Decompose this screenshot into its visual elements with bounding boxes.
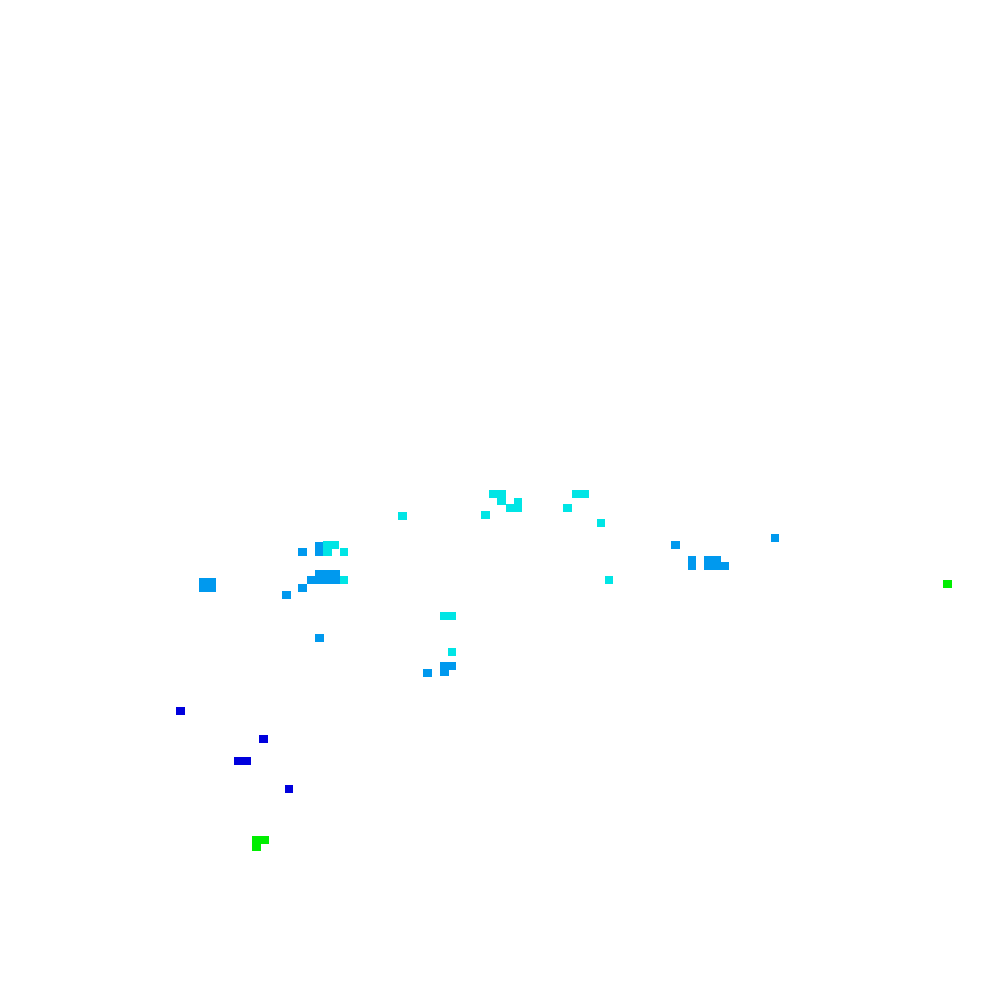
map-cell-cyan (440, 612, 456, 620)
map-cell-azure (282, 591, 291, 599)
map-cell-blue (176, 707, 185, 715)
map-cell-cyan (398, 512, 407, 520)
map-cell-cyan (481, 511, 490, 519)
map-cell-cyan (506, 504, 522, 512)
map-cell-green (943, 580, 952, 588)
map-cell-cyan (605, 576, 613, 584)
map-cell-azure (440, 668, 449, 676)
map-cell-azure (298, 584, 307, 592)
map-cell-cyan (514, 498, 522, 506)
map-cell-azure (423, 669, 432, 677)
map-cell-azure (440, 662, 456, 670)
map-cell-cyan (489, 490, 506, 498)
map-cell-azure (298, 548, 307, 556)
map-cell-azure (315, 634, 324, 642)
map-cell-cyan (597, 519, 605, 527)
map-cell-azure (712, 562, 729, 570)
map-cell-cyan (563, 504, 572, 512)
map-cell-azure (200, 578, 208, 584)
map-cell-cyan (323, 548, 332, 556)
map-cell-cyan (340, 576, 348, 584)
map-cell-cyan (572, 490, 589, 498)
map-cell-cyan (340, 548, 348, 556)
map-cell-blue (259, 735, 268, 743)
map-cell-azure (330, 571, 340, 584)
map-cell-azure (675, 542, 680, 548)
map-cell-blue (234, 757, 251, 765)
map-cell-azure (688, 556, 696, 570)
map-cell-cyan (497, 497, 506, 505)
map-cells-layer (176, 490, 952, 851)
map-cell-azure (771, 534, 779, 542)
map-cell-cyan (323, 541, 339, 549)
map-cell-blue (285, 785, 293, 793)
map-cell-azure (315, 542, 323, 556)
map-cell-green (252, 843, 261, 851)
map-cell-azure (307, 576, 316, 584)
map-cell-cyan (448, 648, 456, 656)
map-cell-green (252, 836, 269, 844)
